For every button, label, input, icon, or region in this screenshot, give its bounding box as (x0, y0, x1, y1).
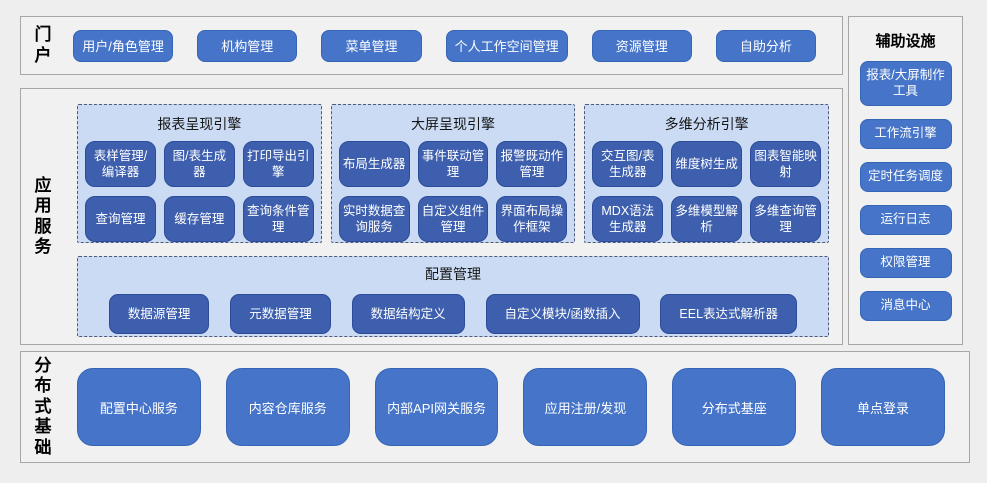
node-distributed-base: 分布式基座 (672, 368, 797, 446)
node-run-log: 运行日志 (859, 204, 952, 235)
group-dashboard-engine: 大屏呈现引擎 布局生成器 事件联动管理 报警既动作管理 实时数据查询服务 自定义… (330, 104, 576, 243)
portal-panel: 门户 用户/角色管理 机构管理 菜单管理 个人工作空间管理 资源管理 自助分析 (20, 16, 843, 75)
group-olap-engine-title: 多维分析引擎 (664, 116, 749, 132)
node-permission-mgmt: 权限管理 (859, 247, 952, 278)
node-custom-module-function-insert: 自定义模块/函数插入 (485, 294, 640, 334)
distributed-foundation-panel: 分布式基础 配置中心服务 内容仓库服务 内部API网关服务 应用注册/发现 分布… (20, 351, 970, 463)
node-eel-expression-parser: EEL表达式解析器 (660, 294, 798, 334)
node-scheduled-task: 定时任务调度 (859, 161, 952, 192)
group-olap-engine-nodes: 交互图/表生成器 维度树生成 图表智能映射 MDX语法生成器 多维模型解析 多维… (592, 141, 822, 242)
auxiliary-nodes: 报表/大屏制作工具 工作流引擎 定时任务调度 运行日志 权限管理 消息中心 (859, 61, 952, 321)
node-personal-workspace-mgmt: 个人工作空间管理 (445, 29, 568, 62)
app-services-label: 应用服务 (34, 175, 52, 256)
node-user-role-mgmt: 用户/角色管理 (73, 29, 174, 62)
node-realtime-data-query-service: 实时数据查询服务 (338, 196, 410, 242)
app-services-label-column: 应用服务 (21, 89, 65, 344)
node-metadata-mgmt: 元数据管理 (230, 294, 331, 334)
node-event-linkage-mgmt: 事件联动管理 (417, 141, 489, 187)
node-resource-mgmt: 资源管理 (591, 29, 692, 62)
group-config-mgmt-nodes: 数据源管理 元数据管理 数据结构定义 自定义模块/函数插入 EEL表达式解析器 (88, 294, 818, 334)
app-services-panel: 应用服务 报表呈现引擎 表样管理/编译器 图/表生成器 打印导出引擎 查询管理 … (20, 88, 843, 345)
engine-groups: 报表呈现引擎 表样管理/编译器 图/表生成器 打印导出引擎 查询管理 缓存管理 … (77, 104, 830, 243)
auxiliary-panel: 辅助设施 报表/大屏制作工具 工作流引擎 定时任务调度 运行日志 权限管理 消息… (848, 16, 963, 345)
group-report-engine: 报表呈现引擎 表样管理/编译器 图/表生成器 打印导出引擎 查询管理 缓存管理 … (77, 104, 322, 243)
portal-label: 门户 (34, 25, 52, 65)
distributed-nodes: 配置中心服务 内容仓库服务 内部API网关服务 应用注册/发现 分布式基座 单点… (65, 352, 969, 462)
node-internal-api-gateway-service: 内部API网关服务 (374, 368, 499, 446)
node-mdx-syntax-generator: MDX语法生成器 (592, 196, 664, 242)
node-datasource-mgmt: 数据源管理 (108, 294, 210, 334)
portal-label-column: 门户 (21, 17, 65, 74)
node-multidim-query-mgmt: 多维查询管理 (750, 196, 822, 242)
distributed-label-column: 分布式基础 (21, 352, 65, 462)
node-report-dashboard-tool: 报表/大屏制作工具 (859, 61, 952, 106)
node-org-mgmt: 机构管理 (197, 29, 298, 62)
node-template-mgmt-compiler: 表样管理/编译器 (85, 141, 156, 187)
node-dimension-tree-generation: 维度树生成 (671, 141, 743, 187)
node-custom-component-mgmt: 自定义组件管理 (417, 196, 489, 242)
node-message-center: 消息中心 (859, 290, 952, 321)
node-config-center-service: 配置中心服务 (77, 368, 201, 446)
node-chart-smart-mapping: 图表智能映射 (750, 141, 822, 187)
node-data-structure-definition: 数据结构定义 (351, 294, 465, 334)
group-config-mgmt-title: 配置管理 (425, 266, 481, 282)
node-print-export-engine: 打印导出引擎 (242, 141, 314, 187)
node-cache-mgmt: 缓存管理 (163, 196, 235, 242)
group-report-engine-title: 报表呈现引擎 (157, 116, 242, 132)
node-chart-table-generator: 图/表生成器 (163, 141, 235, 187)
group-dashboard-engine-title: 大屏呈现引擎 (411, 116, 495, 132)
group-dashboard-engine-nodes: 布局生成器 事件联动管理 报警既动作管理 实时数据查询服务 自定义组件管理 界面… (338, 141, 568, 242)
group-config-mgmt: 配置管理 数据源管理 元数据管理 数据结构定义 自定义模块/函数插入 EEL表达… (77, 256, 829, 337)
node-ui-layout-framework: 界面布局操作框架 (496, 196, 568, 242)
app-services-content: 报表呈现引擎 表样管理/编译器 图/表生成器 打印导出引擎 查询管理 缓存管理 … (65, 89, 842, 344)
group-report-engine-nodes: 表样管理/编译器 图/表生成器 打印导出引擎 查询管理 缓存管理 查询条件管理 (85, 141, 314, 242)
node-query-mgmt: 查询管理 (85, 196, 156, 242)
node-query-condition-mgmt: 查询条件管理 (242, 196, 314, 242)
group-olap-engine: 多维分析引擎 交互图/表生成器 维度树生成 图表智能映射 MDX语法生成器 多维… (584, 104, 830, 243)
node-single-sign-on: 单点登录 (821, 368, 945, 446)
node-layout-generator: 布局生成器 (338, 141, 410, 187)
auxiliary-title: 辅助设施 (875, 33, 936, 50)
distributed-label: 分布式基础 (34, 356, 52, 457)
node-content-repo-service: 内容仓库服务 (225, 368, 350, 446)
node-workflow-engine: 工作流引擎 (859, 118, 952, 149)
node-multidim-model-parsing: 多维模型解析 (671, 196, 743, 242)
node-app-register-discovery: 应用注册/发现 (523, 368, 648, 446)
portal-nodes: 用户/角色管理 机构管理 菜单管理 个人工作空间管理 资源管理 自助分析 (65, 17, 842, 74)
node-menu-mgmt: 菜单管理 (321, 29, 422, 62)
node-interactive-chart-generator: 交互图/表生成器 (592, 141, 664, 187)
node-self-service-analysis: 自助分析 (715, 29, 817, 62)
node-alarm-action-mgmt: 报警既动作管理 (496, 141, 568, 187)
